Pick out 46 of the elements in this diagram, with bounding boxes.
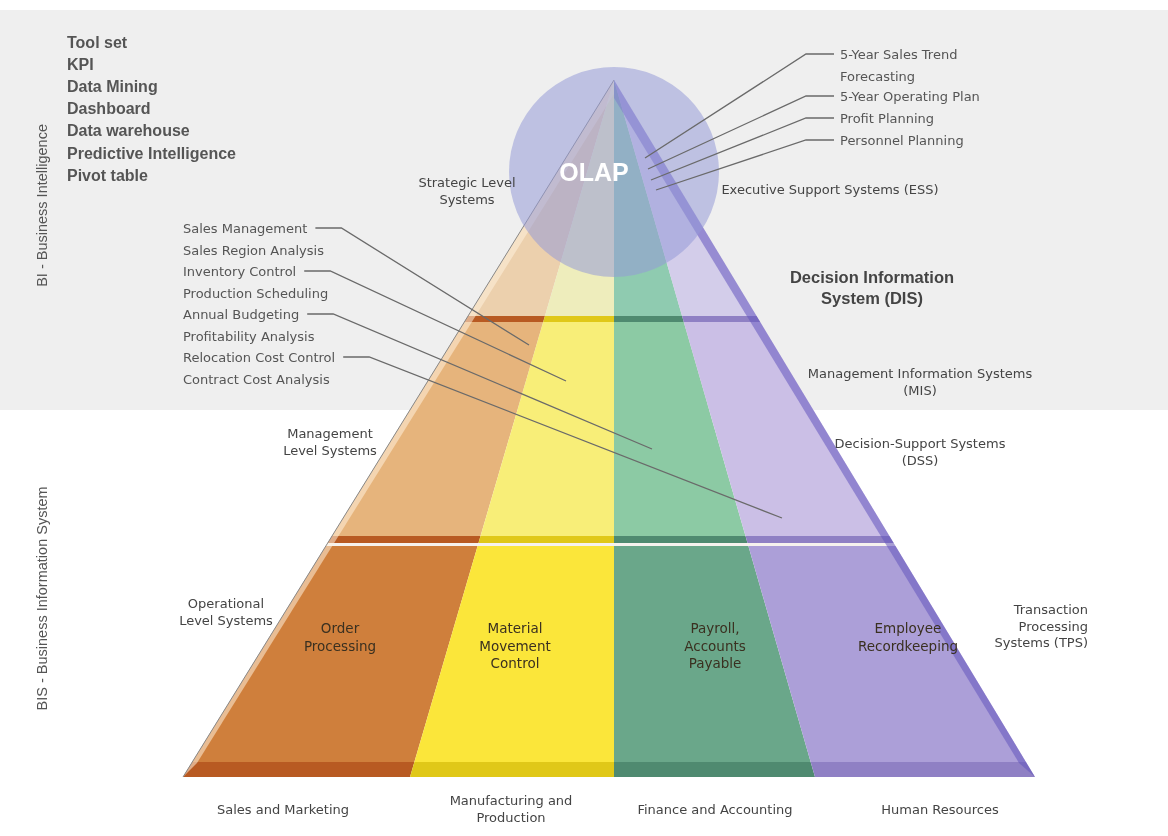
system-label: Inventory Control <box>183 263 297 281</box>
system-label: 5-Year Sales Trend Forecasting <box>840 46 959 86</box>
system-label: Sales Management <box>183 220 308 238</box>
cell-label: Payroll, Accounts Payable <box>683 620 747 673</box>
leader-line <box>644 53 835 159</box>
system-label: Sales Region Analysis <box>183 241 324 260</box>
tool-list-item: Data Mining <box>67 77 158 97</box>
level-label: Management Level Systems <box>282 426 378 460</box>
system-label: Profit Planning <box>840 110 935 128</box>
section-label: BI - Business Intelligence <box>32 122 51 289</box>
system-label: Relocation Cost Control <box>183 349 336 367</box>
olap-label: OLAP <box>559 156 629 188</box>
leader-line <box>303 270 567 382</box>
leader-line <box>655 139 835 191</box>
system-label: Annual Budgeting <box>183 306 300 324</box>
level-label: Management Information Systems (MIS) <box>806 366 1034 400</box>
system-label: 5-Year Operating Plan <box>840 88 980 106</box>
leader-line <box>306 313 653 450</box>
tool-list-item: Data warehouse <box>67 121 190 141</box>
leader-line <box>314 227 530 346</box>
leader-line <box>647 95 835 170</box>
cell-label: Employee Recordkeeping <box>856 620 959 656</box>
system-label: Profitability Analysis <box>183 327 315 346</box>
level-label: Transaction Processing Systems (TPS) <box>993 601 1088 653</box>
tool-list-item: Tool set <box>67 33 128 53</box>
level-label: Human Resources <box>880 801 1000 819</box>
level-label: Decision-Support Systems (DSS) <box>833 436 1007 470</box>
level-label: Manufacturing and Production <box>448 793 574 827</box>
leader-line <box>342 356 783 519</box>
level-label: Sales and Marketing <box>215 801 351 819</box>
tool-list-item: Predictive Intelligence <box>67 144 236 164</box>
cell-label: Order Processing <box>302 620 378 656</box>
tool-list-item: Pivot table <box>67 166 148 186</box>
tool-list-item: KPI <box>67 55 94 75</box>
system-label: Personnel Planning <box>840 132 964 150</box>
level-label: Decision Information System (DIS) <box>788 266 956 309</box>
leader-line <box>650 117 835 181</box>
level-label: Operational Level Systems <box>178 596 274 630</box>
level-label: Strategic Level Systems <box>417 175 517 209</box>
tool-list-item: Dashboard <box>67 99 151 119</box>
section-label: BIS - Business Information System <box>32 485 51 712</box>
level-label: Finance and Accounting <box>636 801 794 819</box>
cell-label: Material Movement Control <box>478 620 552 673</box>
level-label: Executive Support Systems (ESS) <box>720 181 940 199</box>
system-label: Contract Cost Analysis <box>183 370 330 389</box>
system-label: Production Scheduling <box>183 284 329 303</box>
